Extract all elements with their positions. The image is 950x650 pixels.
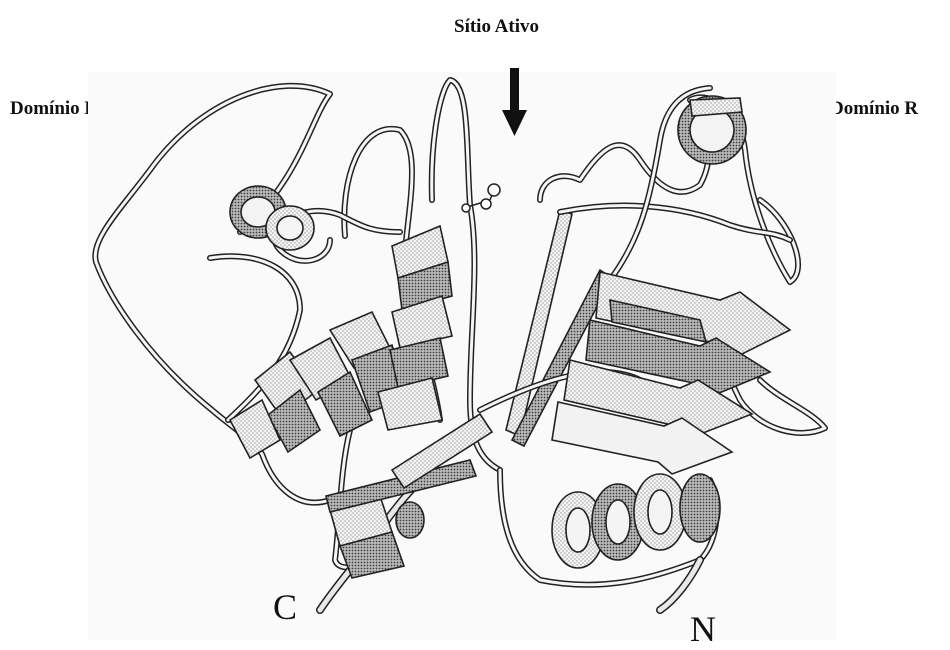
right-domain-top-helix [678,96,746,164]
n-terminus-label: N [690,608,716,650]
c-terminus-label: C [273,586,297,628]
